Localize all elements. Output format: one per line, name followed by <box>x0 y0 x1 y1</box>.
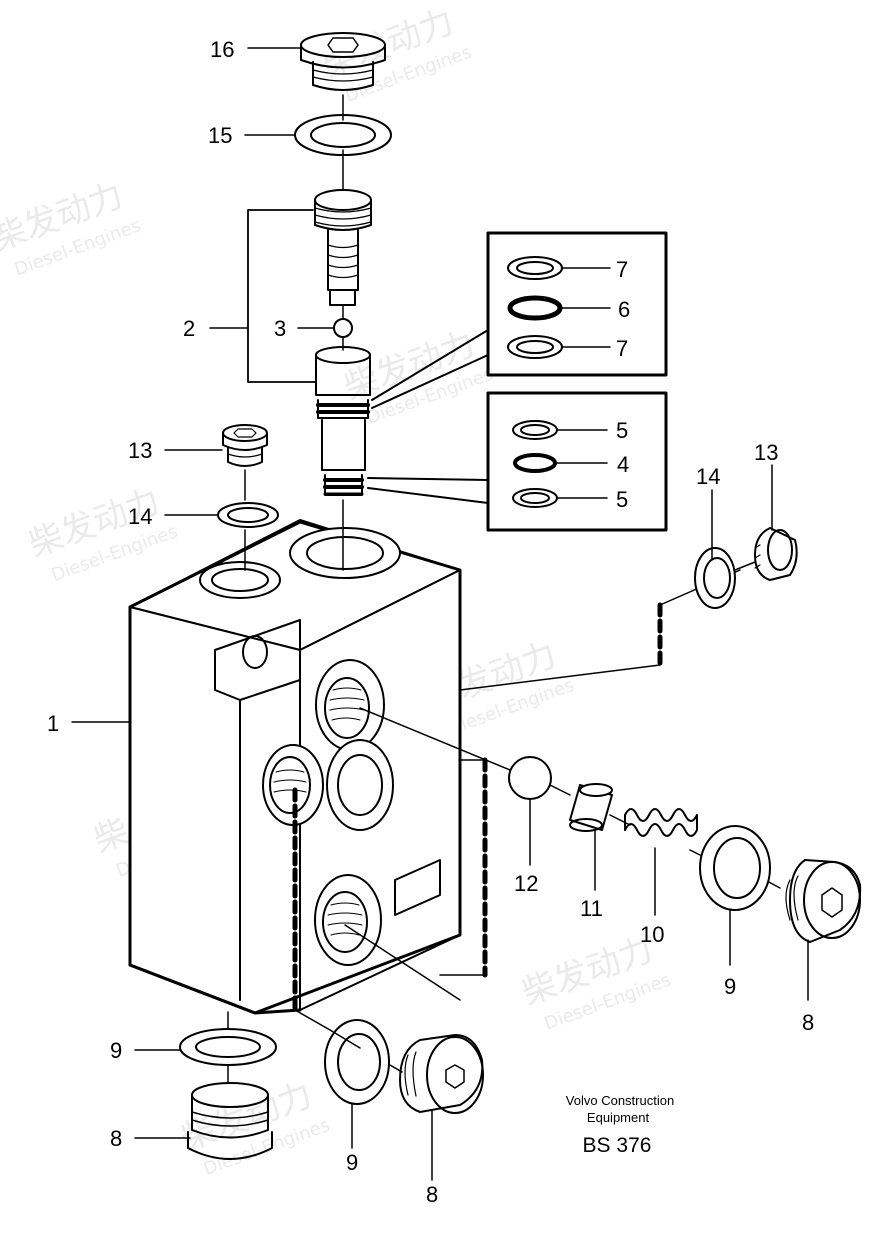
check-valve-parts <box>359 707 862 943</box>
cartridge-valve <box>247 32 392 571</box>
callout-8-bottom: 8 <box>426 1182 438 1207</box>
callout-14-right: 14 <box>696 464 720 489</box>
callout-13-left: 13 <box>128 438 152 463</box>
callout-3: 3 <box>274 316 286 341</box>
caption-line-1: Volvo Construction <box>566 1093 674 1108</box>
caption-line-2: Equipment <box>587 1110 650 1125</box>
bottom-middle-plug <box>324 924 484 1114</box>
callout-4: 4 <box>617 452 629 477</box>
callout-9-left: 9 <box>110 1038 122 1063</box>
callout-1: 1 <box>47 711 59 736</box>
callout-13-right: 13 <box>754 440 778 465</box>
plug-13-right <box>694 527 798 609</box>
callout-12: 12 <box>514 871 538 896</box>
callout-8-right: 8 <box>802 1010 814 1035</box>
leader-lines <box>71 47 809 1181</box>
callout-7-upper: 7 <box>616 257 628 282</box>
callout-9-bottom: 9 <box>346 1150 358 1175</box>
callout-11: 11 <box>580 896 603 921</box>
callout-10: 10 <box>640 922 664 947</box>
callout-5-lower: 5 <box>616 487 628 512</box>
seal-kit-box-lower <box>367 391 668 532</box>
assembly-dashed-lines <box>292 602 663 1013</box>
callout-15: 15 <box>208 123 232 148</box>
callout-8-left: 8 <box>110 1126 122 1151</box>
callout-16: 16 <box>210 37 234 62</box>
caption-block: Volvo Construction Equipment BS 376 <box>566 1093 674 1157</box>
callout-5-upper: 5 <box>616 418 628 443</box>
callouts: 16 15 2 3 7 6 7 5 4 5 13 14 14 13 1 12 1… <box>47 37 814 1207</box>
callout-14-left: 14 <box>128 504 152 529</box>
caption-code: BS 376 <box>583 1134 652 1157</box>
callout-9-right: 9 <box>724 974 736 999</box>
callout-6: 6 <box>618 297 630 322</box>
valve-block <box>128 519 462 1015</box>
seal-kit-box-upper <box>371 231 668 409</box>
callout-2: 2 <box>183 316 195 341</box>
callout-7-lower: 7 <box>616 336 628 361</box>
bottom-left-plug <box>179 1011 277 1160</box>
